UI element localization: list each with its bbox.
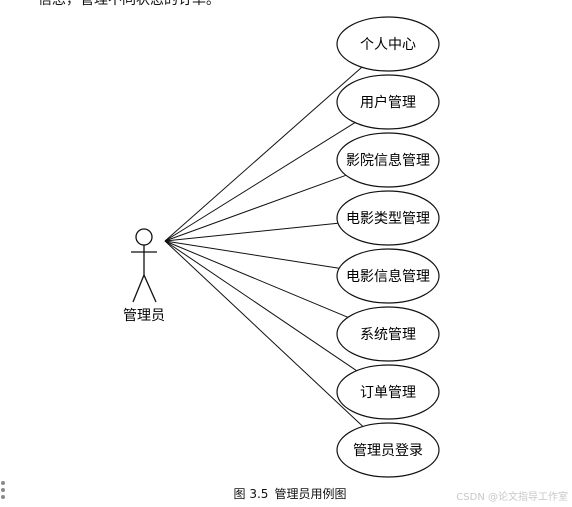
association-line	[164, 222, 338, 242]
intro-text: 信息，管理不同状态的订单。	[38, 0, 220, 8]
figure-number: 图 3.5	[233, 487, 269, 501]
use-case-label: 电影信息管理	[346, 268, 430, 285]
use-case-label: 管理员登录	[353, 443, 423, 459]
use-case-ellipse	[336, 364, 440, 420]
use-case-5[interactable]: 系统管理	[336, 306, 440, 362]
use-case-0[interactable]: 个人中心	[336, 16, 440, 72]
association-line	[164, 66, 363, 242]
use-case-2[interactable]: 影院信息管理	[336, 132, 440, 188]
association-line	[164, 174, 347, 242]
actor-figure	[131, 228, 157, 303]
use-case-ellipse	[336, 248, 440, 304]
use-case-label: 用户管理	[360, 94, 416, 111]
use-case-label: 个人中心	[360, 37, 416, 53]
use-case-label: 电影类型管理	[346, 211, 430, 227]
association-line	[164, 122, 356, 242]
actor-right-leg	[143, 274, 157, 303]
use-case-ellipse	[336, 190, 440, 246]
actor-head	[135, 228, 153, 246]
association-line	[164, 240, 340, 269]
use-case-ellipse	[336, 422, 440, 478]
watermark: CSDN @论文指导工作室	[456, 492, 568, 503]
use-case-7[interactable]: 管理员登录	[336, 422, 440, 478]
actor-label: 管理员	[123, 308, 165, 324]
association-line	[164, 240, 349, 318]
use-case-ellipse	[336, 306, 440, 362]
drag-handle-icon[interactable]	[0, 481, 6, 503]
use-case-ellipse	[336, 74, 440, 130]
use-case-group: 个人中心 用户管理 影院信息管理 电影类型管理 电影信息管理 系统管理 订单管理	[336, 16, 440, 478]
use-case-1[interactable]: 用户管理	[336, 74, 440, 130]
figure-title: 管理员用例图	[274, 487, 347, 501]
use-case-diagram: 管理员 个人中心 用户管理 影院信息管理 电影类型管理 电影信息管理 系统管理	[123, 16, 440, 478]
association-lines	[164, 66, 364, 427]
use-case-label: 订单管理	[360, 385, 416, 401]
figure-caption: 图 3.5 管理员用例图	[0, 486, 572, 502]
use-case-4[interactable]: 电影信息管理	[336, 248, 440, 304]
use-case-label: 系统管理	[360, 327, 416, 343]
use-case-ellipse	[336, 16, 440, 72]
actor-left-leg	[132, 274, 145, 303]
association-line	[164, 240, 357, 372]
association-line	[164, 240, 364, 427]
use-case-6[interactable]: 订单管理	[336, 364, 440, 420]
use-case-3[interactable]: 电影类型管理	[336, 190, 440, 246]
use-case-ellipse	[336, 132, 440, 188]
use-case-label: 影院信息管理	[346, 152, 430, 169]
